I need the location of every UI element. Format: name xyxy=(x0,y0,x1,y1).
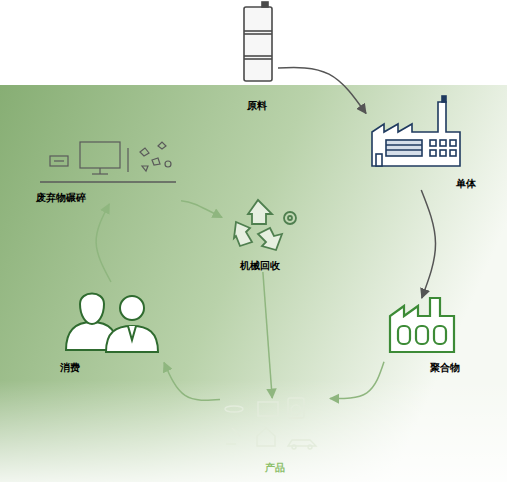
node-label: 消费 xyxy=(60,362,80,374)
flow-arrow xyxy=(330,362,384,399)
node-label: 机械回收 xyxy=(222,260,298,272)
flow-arrow xyxy=(164,362,220,400)
node-label: 聚合物 xyxy=(430,362,460,374)
waste-shredding-node: 废弃物碾碎 xyxy=(36,138,181,204)
node-label: 废弃物碾碎 xyxy=(36,192,86,204)
barrel-icon xyxy=(244,2,272,81)
polymer-factory-icon xyxy=(390,298,454,352)
flow-arrow xyxy=(181,201,222,218)
product-icons xyxy=(225,398,316,449)
bottom-fade xyxy=(0,380,507,482)
flow-arrow xyxy=(278,67,366,113)
recycle-icon xyxy=(234,200,296,250)
consumption-node: 消费 xyxy=(60,282,164,374)
green-band xyxy=(0,85,507,482)
product-node: 产品 xyxy=(220,398,330,474)
polymer-node: 聚合物 xyxy=(384,298,460,374)
flow-arrow xyxy=(421,190,435,298)
flow-arrow xyxy=(263,272,272,398)
waste-icons xyxy=(40,142,176,182)
node-label: 原料 xyxy=(236,100,278,112)
flow-arrow xyxy=(96,204,111,282)
node-label: 产品 xyxy=(220,462,330,474)
node-label: 单体 xyxy=(456,178,476,190)
monomer-node: 单体 xyxy=(366,94,476,190)
recycling-node: 机械回收 xyxy=(222,194,298,272)
factory-icon xyxy=(372,96,460,166)
raw-material-node: 原料 xyxy=(236,2,278,112)
people-icon xyxy=(66,294,158,353)
